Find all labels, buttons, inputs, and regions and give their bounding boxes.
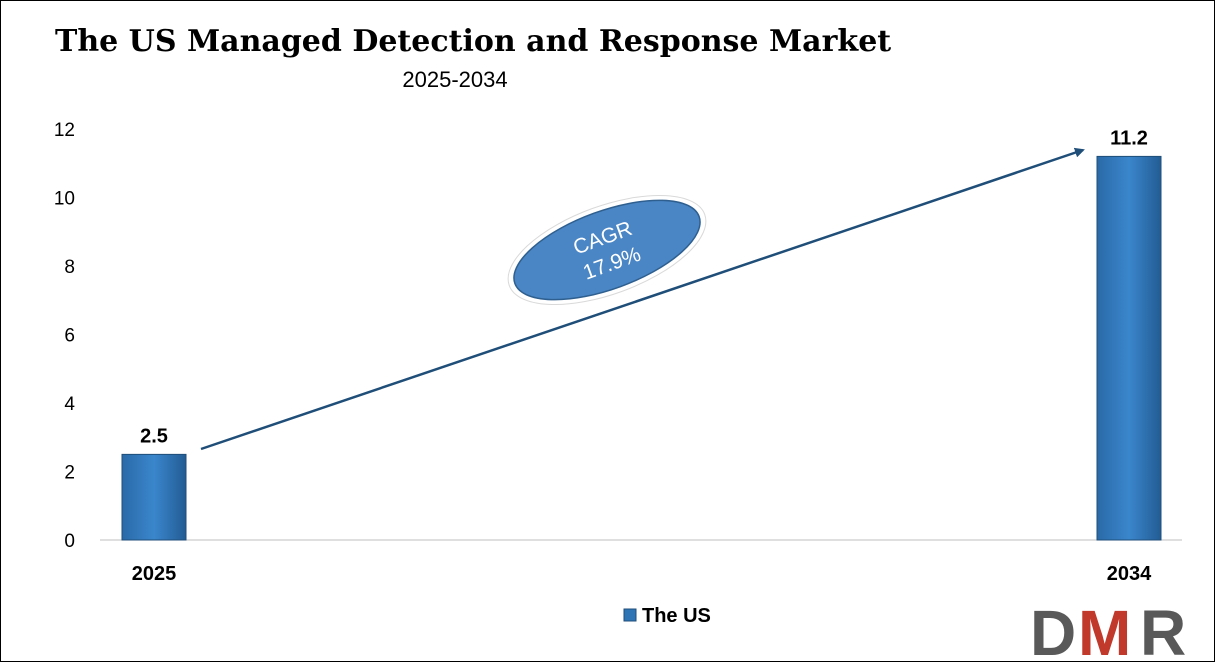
cagr-arrow xyxy=(200,147,1085,451)
y-tick-label: 0 xyxy=(64,531,75,552)
bars xyxy=(121,155,1162,541)
data-label-2025: 2.5 xyxy=(140,425,168,447)
y-tick-label: 2 xyxy=(64,463,75,484)
legend-label: The US xyxy=(642,605,711,627)
y-axis: 0 2 4 6 8 10 12 xyxy=(54,120,76,552)
y-tick-label: 10 xyxy=(54,189,75,210)
x-tick-label: 2034 xyxy=(1107,563,1152,585)
x-tick-label: 2025 xyxy=(132,563,177,585)
dmr-logo: D M R xyxy=(1030,597,1186,663)
legend: The US xyxy=(623,605,711,627)
y-tick-label: 12 xyxy=(54,120,75,141)
chart-subtitle: 2025-2034 xyxy=(402,67,507,92)
legend-swatch xyxy=(623,608,637,622)
y-tick-label: 8 xyxy=(64,257,75,278)
bar-2034 xyxy=(1096,155,1162,541)
bar-2025 xyxy=(121,453,187,541)
y-tick-label: 4 xyxy=(64,394,75,415)
data-labels: 2.5 11.2 xyxy=(140,127,1148,447)
logo-letter-r: R xyxy=(1140,597,1186,663)
data-label-2034: 11.2 xyxy=(1110,127,1148,149)
cagr-badge: CAGR 17.9% xyxy=(507,194,707,306)
logo-letter-d: D xyxy=(1030,597,1076,663)
logo-letter-m: M xyxy=(1078,597,1131,663)
chart-title: The US Managed Detection and Response Ma… xyxy=(55,24,891,59)
x-axis: 2025 2034 xyxy=(132,563,1152,585)
y-tick-label: 6 xyxy=(64,326,75,347)
